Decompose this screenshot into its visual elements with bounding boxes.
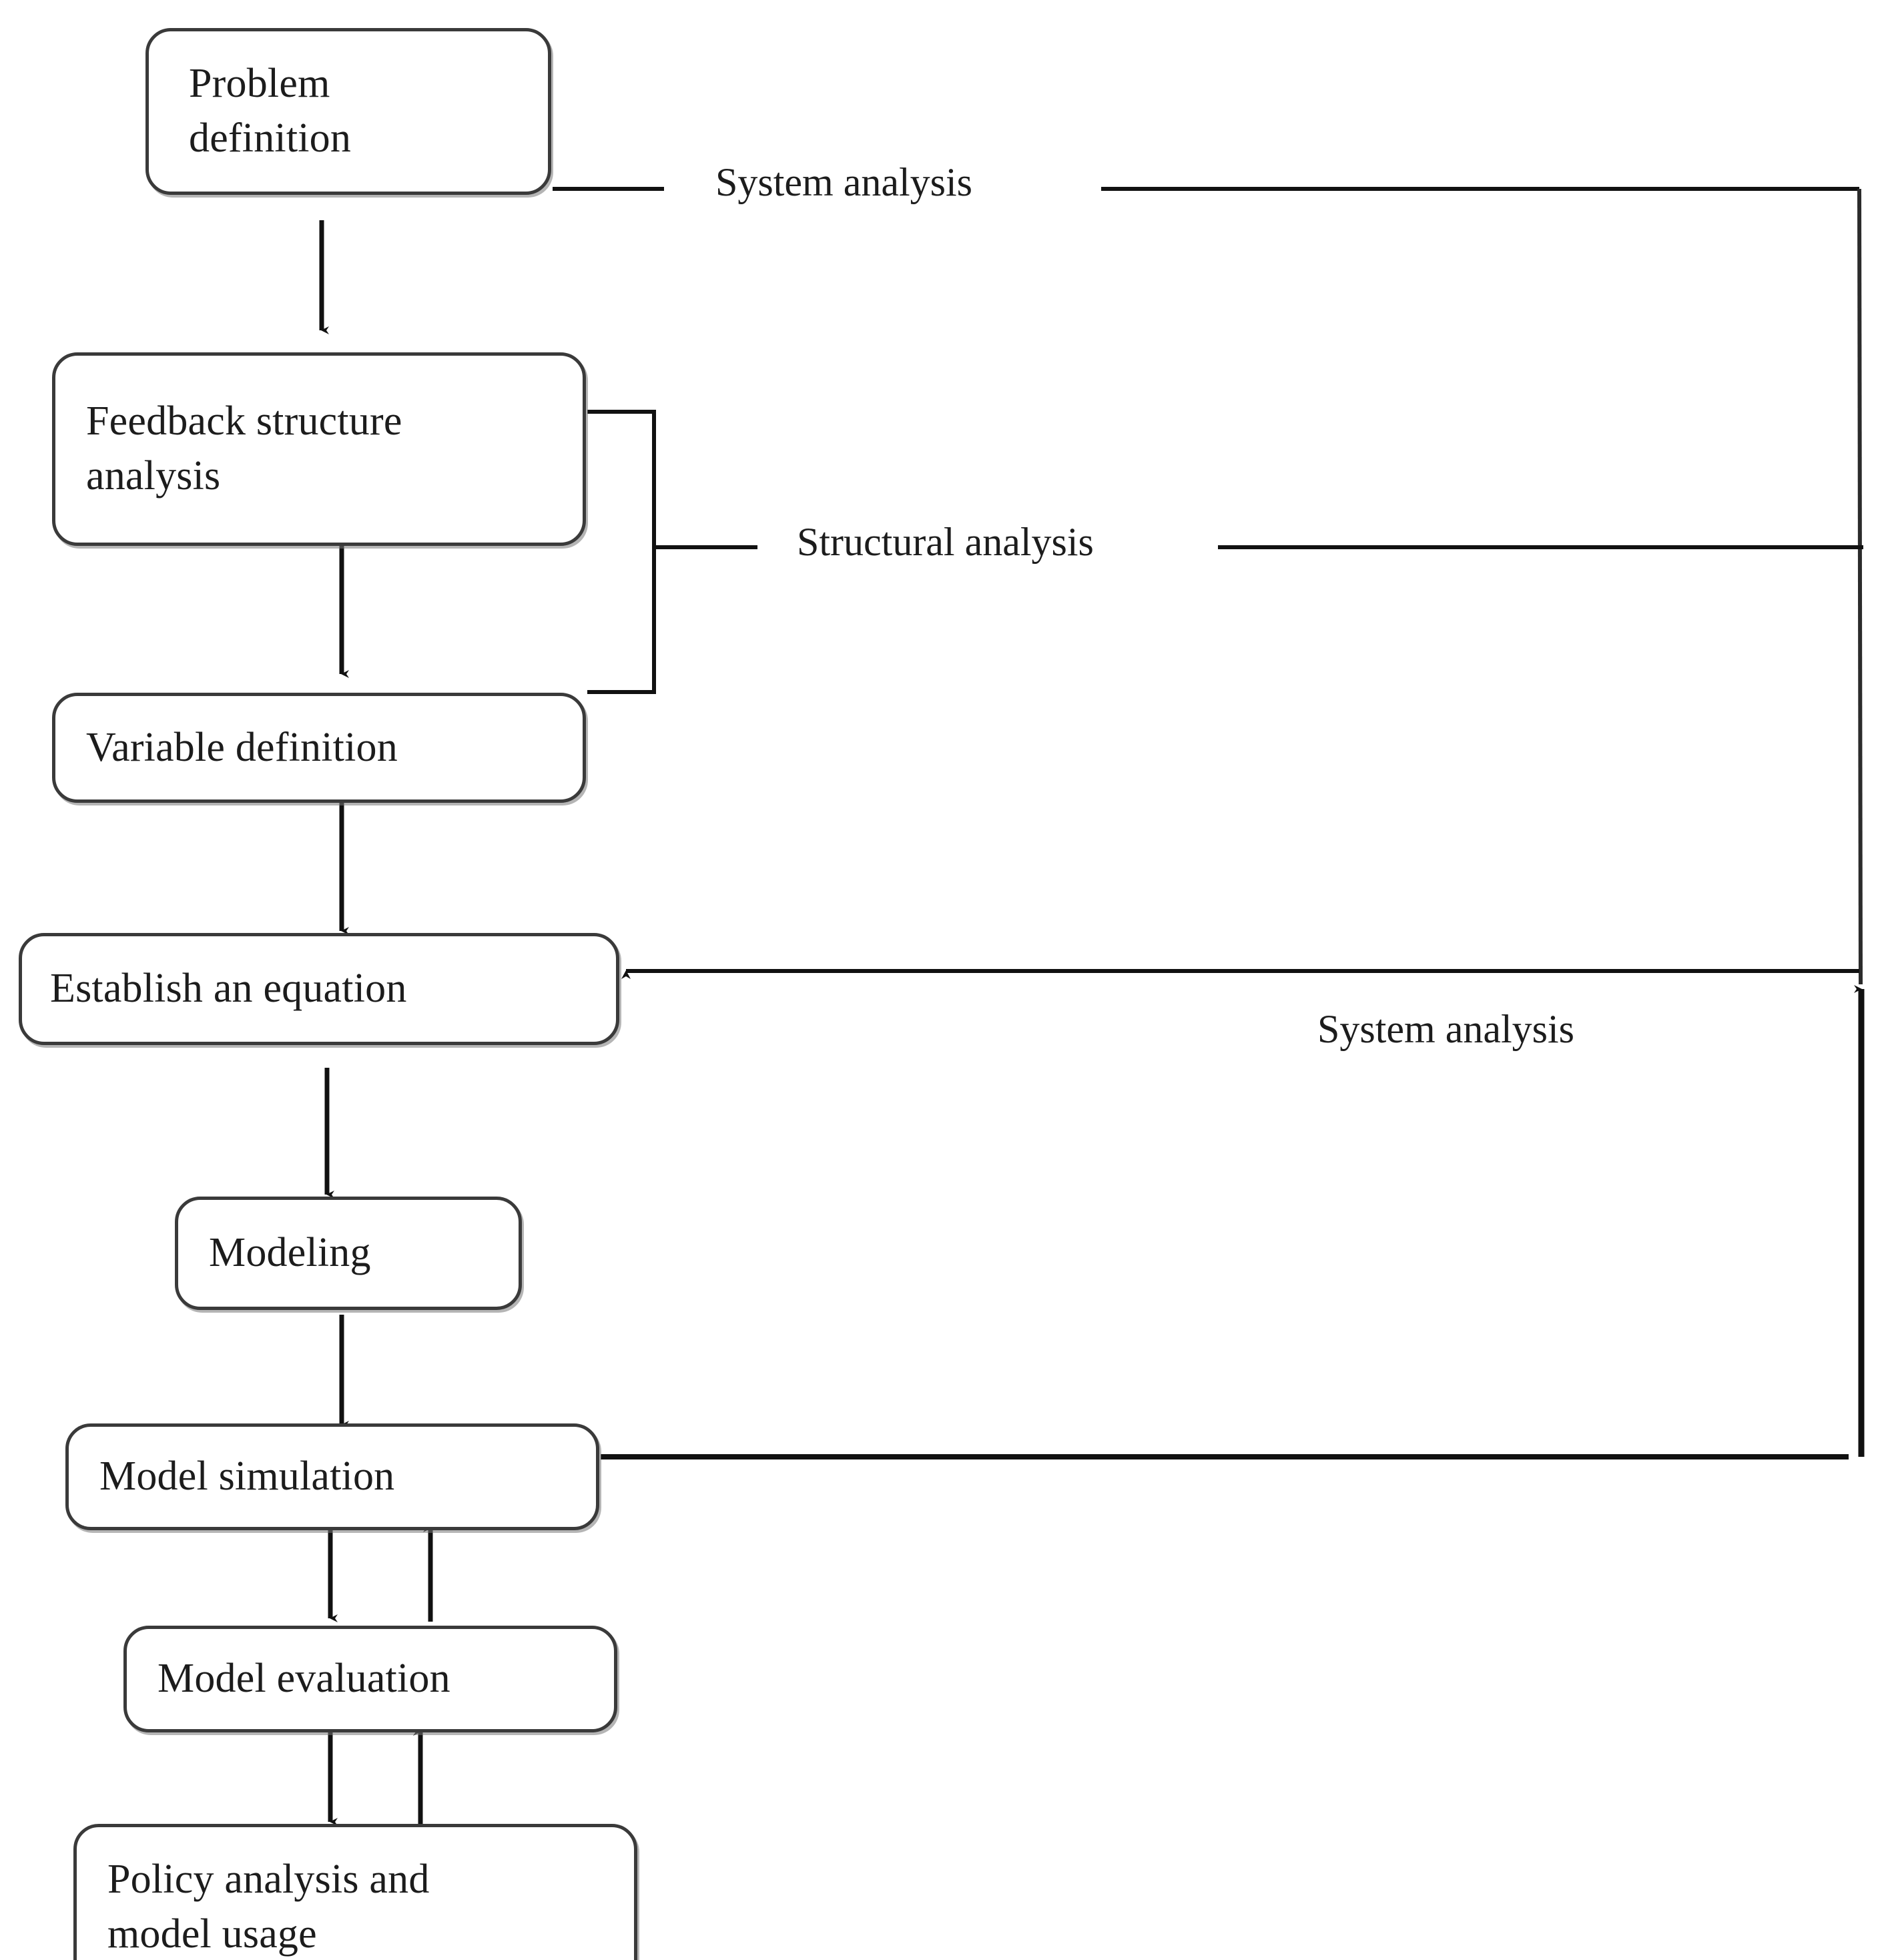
structural-analysis-bracket xyxy=(587,410,656,694)
node-model-evaluation-label: Model evaluation xyxy=(158,1656,450,1702)
edge-label-system-analysis-top: System analysis xyxy=(707,162,980,202)
node-modeling-label: Modeling xyxy=(209,1230,371,1276)
edge-label-structural-analysis: Structural analysis xyxy=(789,522,1102,562)
node-model-simulation-label: Model simulation xyxy=(99,1453,395,1500)
node-model-simulation[interactable]: Model simulation xyxy=(65,1423,599,1530)
node-establish-an-equation[interactable]: Establish an equation xyxy=(19,933,619,1045)
node-feedback-structure-analysis[interactable]: Feedback structure analysis xyxy=(52,352,586,546)
node-model-evaluation[interactable]: Model evaluation xyxy=(123,1626,617,1732)
node-policy-analysis-and-model-usage[interactable]: Policy analysis and model usage xyxy=(73,1824,637,1960)
edge-label-system-analysis-bottom: System analysis xyxy=(1309,1009,1582,1049)
node-problem-definition-label: Problem definition xyxy=(189,61,352,161)
node-establish-an-equation-label: Establish an equation xyxy=(50,966,407,1012)
return-line-vertical-upper xyxy=(1857,188,1863,985)
node-modeling[interactable]: Modeling xyxy=(175,1197,522,1310)
node-variable-definition[interactable]: Variable definition xyxy=(52,693,586,803)
node-policy-analysis-and-model-usage-label: Policy analysis and model usage xyxy=(107,1857,430,1957)
node-variable-definition-label: Variable definition xyxy=(86,724,398,770)
node-problem-definition[interactable]: Problem definition xyxy=(145,28,551,195)
node-feedback-structure-analysis-label: Feedback structure analysis xyxy=(86,398,402,499)
